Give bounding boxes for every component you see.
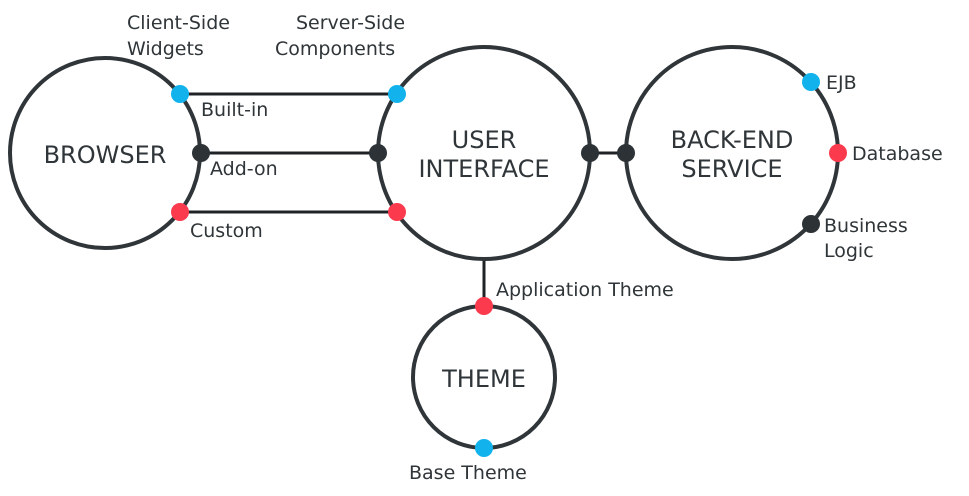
ejb-dot	[802, 73, 820, 91]
addon-label: Add-on	[210, 158, 278, 180]
server-component-builtin-dot	[388, 85, 406, 103]
custom-label: Custom	[190, 220, 263, 242]
base-theme-dot	[475, 439, 493, 457]
theme-title: THEME	[441, 365, 526, 393]
ui-title-line2: INTERFACE	[418, 155, 549, 183]
backend-title-line1: BACK-END	[671, 126, 794, 154]
business-logic-label-line1: Business	[824, 215, 908, 237]
business-logic-label-line2: Logic	[824, 240, 874, 262]
business-logic-dot	[802, 215, 820, 233]
database-label: Database	[852, 143, 943, 165]
backend-ui-port-dot	[617, 144, 635, 162]
server-side-label-line2: Components	[275, 38, 395, 60]
application-theme-dot	[475, 297, 493, 315]
server-component-custom-dot	[388, 203, 406, 221]
ejb-label: EJB	[826, 72, 857, 94]
client-widget-custom-dot	[171, 203, 189, 221]
backend-title-line2: SERVICE	[681, 155, 782, 183]
ui-backend-port-dot	[581, 144, 599, 162]
client-widget-builtin-dot	[171, 85, 189, 103]
database-dot	[829, 144, 847, 162]
application-theme-label: Application Theme	[496, 279, 674, 301]
client-side-label-line2: Widgets	[127, 38, 204, 60]
server-component-addon-dot	[369, 144, 387, 162]
builtin-label: Built-in	[201, 99, 268, 121]
base-theme-label: Base Theme	[409, 462, 527, 484]
ui-title-line1: USER	[452, 126, 517, 154]
browser-title: BROWSER	[44, 141, 167, 169]
server-side-label-line1: Server-Side	[296, 12, 405, 34]
client-side-label-line1: Client-Side	[127, 12, 230, 34]
client-widget-addon-dot	[192, 144, 210, 162]
